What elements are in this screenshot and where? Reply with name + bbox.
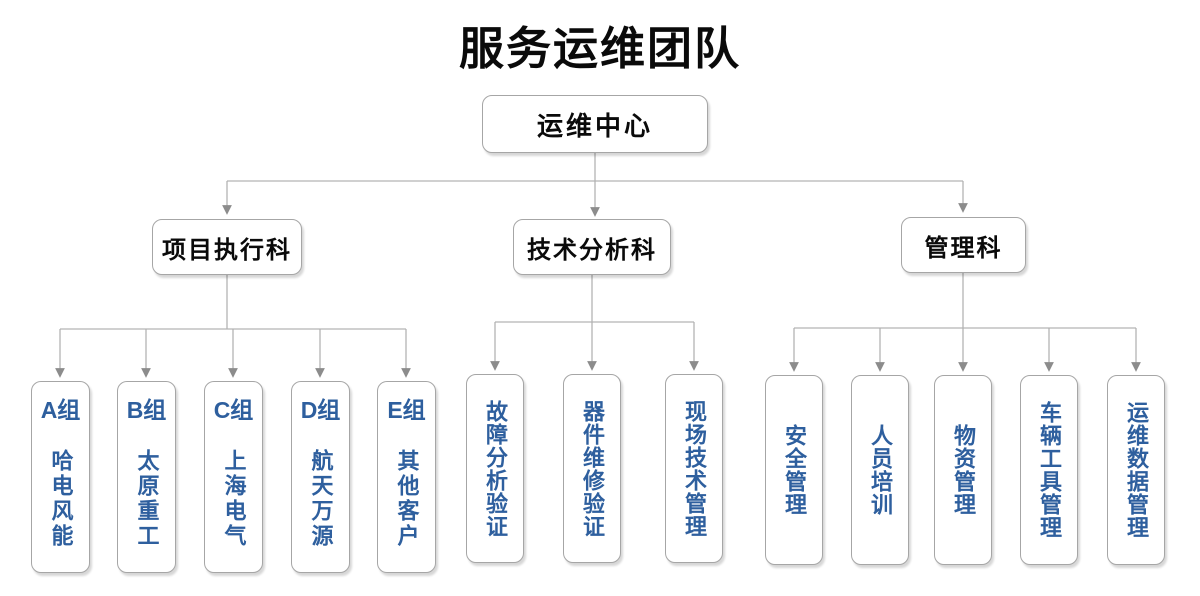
section-node-management: 管理科 [901, 217, 1026, 273]
leaf-node-group-a-harbin-electric-wind: A组 哈电风能 [31, 381, 90, 573]
leaf-node-group-e-other-customers: E组 其他客户 [377, 381, 436, 573]
leaf-label: 车辆工具管理 [1037, 401, 1062, 539]
leaf-label: 故障分析验证 [483, 399, 508, 538]
leaf-node-component-repair-verification: 器件维修验证 [563, 374, 621, 563]
leaf-group-header: A组 [40, 397, 81, 423]
leaf-group-header: C组 [213, 397, 254, 423]
leaf-group-header: B组 [126, 397, 167, 423]
section-label: 项目执行科 [162, 236, 292, 264]
leaf-label: 运维数据管理 [1124, 401, 1149, 539]
leaf-node-personnel-training: 人员培训 [851, 375, 909, 565]
root-node-label: 运维中心 [536, 110, 653, 141]
leaf-node-onsite-technical-management: 现场技术管理 [665, 374, 723, 563]
section-label: 技术分析科 [527, 236, 657, 264]
leaf-node-safety-management: 安全管理 [765, 375, 823, 565]
leaf-label: 上海电气 [221, 448, 247, 549]
chart-title: 服务运维团队 [458, 23, 741, 74]
leaf-label: 航天万源 [308, 448, 334, 549]
leaf-label: 器件维修验证 [580, 399, 605, 538]
leaf-label: 人员培训 [868, 424, 893, 516]
connector-group [55, 153, 1141, 378]
leaf-node-group-c-shanghai-electric: C组 上海电气 [204, 381, 263, 573]
root-node-operations-center: 运维中心 [482, 95, 708, 153]
leaf-node-group-b-taiyuan-heavy-industry: B组 太原重工 [117, 381, 176, 573]
leaf-node-fault-analysis-verification: 故障分析验证 [466, 374, 524, 563]
section-node-project-execution: 项目执行科 [152, 219, 302, 275]
leaf-label: 安全管理 [782, 424, 807, 516]
leaf-label: 现场技术管理 [682, 399, 707, 538]
section-node-technical-analysis: 技术分析科 [513, 219, 671, 275]
leaf-node-om-data-management: 运维数据管理 [1107, 375, 1165, 565]
leaf-label: 物资管理 [951, 424, 976, 516]
leaf-label: 太原重工 [134, 448, 160, 549]
leaf-group-header: E组 [387, 397, 426, 423]
leaf-group-header: D组 [300, 397, 341, 423]
leaf-node-group-d-aerospace-wanyuan: D组 航天万源 [291, 381, 350, 573]
leaf-node-vehicle-tool-management: 车辆工具管理 [1020, 375, 1078, 565]
leaf-label: 哈电风能 [48, 448, 74, 549]
section-label: 管理科 [924, 234, 1003, 262]
leaf-node-material-management: 物资管理 [934, 375, 992, 565]
leaf-label: 其他客户 [394, 448, 420, 549]
